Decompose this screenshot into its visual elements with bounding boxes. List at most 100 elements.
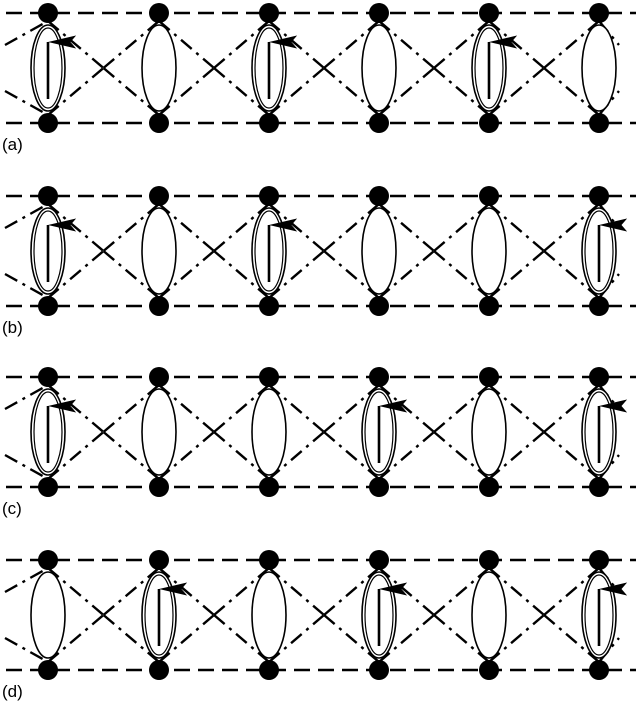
dashdot-bond	[4, 566, 49, 594]
rung-site	[581, 550, 628, 680]
site-dot-bottom	[479, 477, 499, 497]
site-dot-top	[479, 186, 499, 206]
dashdot-bond	[158, 20, 215, 69]
site-dot-top	[149, 367, 169, 387]
rung-site	[471, 186, 507, 316]
rung-site	[30, 367, 77, 497]
dashdot-bond	[543, 250, 600, 299]
rung-site	[361, 550, 408, 680]
dashdot-bond	[268, 614, 325, 663]
dashdot-bond	[323, 614, 380, 663]
dashdot-bond	[4, 272, 49, 300]
dashdot-bond	[102, 67, 160, 116]
dashdot-bond	[268, 431, 325, 480]
dashdot-bond	[102, 203, 160, 252]
rung-ellipse-inner	[584, 210, 614, 292]
rung-ellipse	[251, 388, 287, 476]
panel-label: (a)	[2, 135, 23, 154]
rung-site	[141, 550, 188, 680]
dashdot-bond	[4, 383, 49, 411]
rung-ellipse	[361, 207, 397, 295]
site-dot-top	[589, 3, 609, 23]
dashdot-bond	[213, 67, 270, 116]
rung-ellipse-inner	[584, 391, 614, 473]
rung-ellipse-inner	[144, 574, 174, 656]
rung-ellipse	[581, 24, 617, 112]
dashdot-bond	[102, 431, 160, 480]
rung-site	[581, 3, 617, 133]
dashdot-bond	[543, 67, 600, 116]
dashdot-bond	[213, 250, 270, 299]
dashdot-bond	[102, 567, 160, 616]
site-dot-top	[149, 186, 169, 206]
dashdot-bond	[433, 614, 490, 663]
rung-ellipse	[471, 207, 507, 295]
site-dot-bottom	[589, 660, 609, 680]
dashdot-bond	[213, 614, 270, 663]
rung-site	[30, 550, 66, 680]
dashdot-bond	[378, 614, 435, 663]
rung-ellipse	[141, 388, 177, 476]
dashdot-bond	[488, 67, 545, 116]
dashdot-bond	[4, 202, 49, 230]
site-dot-bottom	[38, 296, 58, 316]
dashdot-bond	[47, 67, 105, 116]
dashdot-bond	[323, 67, 380, 116]
site-dot-bottom	[369, 477, 389, 497]
dashdot-bond	[543, 567, 600, 616]
dashdot-bond	[323, 384, 380, 433]
site-dot-top	[479, 550, 499, 570]
rung-site	[251, 367, 287, 497]
dashdot-bond	[433, 250, 490, 299]
rung-site	[251, 3, 298, 133]
dashdot-bond	[213, 203, 270, 252]
site-dot-top	[149, 550, 169, 570]
site-dot-top	[369, 367, 389, 387]
dashdot-bond	[158, 384, 215, 433]
dashdot-bond	[4, 636, 49, 664]
dashdot-bond	[488, 384, 545, 433]
site-dot-top	[259, 3, 279, 23]
rung-site	[141, 3, 177, 133]
dashdot-bond	[323, 431, 380, 480]
rung-ellipse-inner	[254, 27, 284, 109]
dashdot-bond	[378, 431, 435, 480]
rung-site	[141, 186, 177, 316]
site-dot-bottom	[38, 113, 58, 133]
site-dot-bottom	[149, 477, 169, 497]
rung-site	[361, 367, 408, 497]
site-dot-bottom	[149, 296, 169, 316]
dashdot-bond	[543, 384, 600, 433]
dashdot-bond	[488, 614, 545, 663]
dashdot-bond	[543, 203, 600, 252]
dashdot-bond	[433, 384, 490, 433]
dashdot-bond	[378, 20, 435, 69]
dashdot-bond	[213, 431, 270, 480]
site-dot-bottom	[149, 113, 169, 133]
rung-site	[361, 3, 397, 133]
panel-label: (c)	[2, 499, 22, 518]
dashdot-bond	[4, 89, 49, 117]
site-dot-bottom	[38, 660, 58, 680]
rung-ellipse	[361, 24, 397, 112]
dashdot-bond	[47, 567, 105, 616]
site-dot-top	[589, 186, 609, 206]
rung-ellipse-inner	[364, 391, 394, 473]
site-dot-top	[369, 3, 389, 23]
dashdot-bond	[158, 614, 215, 663]
site-dot-bottom	[479, 113, 499, 133]
rung-ellipse-inner	[584, 574, 614, 656]
rung-ellipse-inner	[33, 27, 63, 109]
site-dot-top	[259, 367, 279, 387]
panel-label: (d)	[2, 682, 23, 701]
rung-site	[471, 367, 507, 497]
dashdot-bond	[158, 431, 215, 480]
dashdot-bond	[4, 453, 49, 481]
dashdot-bond	[213, 384, 270, 433]
dashdot-bond	[378, 203, 435, 252]
rung-ellipse-inner	[33, 210, 63, 292]
dashdot-bond	[488, 250, 545, 299]
dashdot-bond	[158, 67, 215, 116]
site-dot-top	[38, 367, 58, 387]
